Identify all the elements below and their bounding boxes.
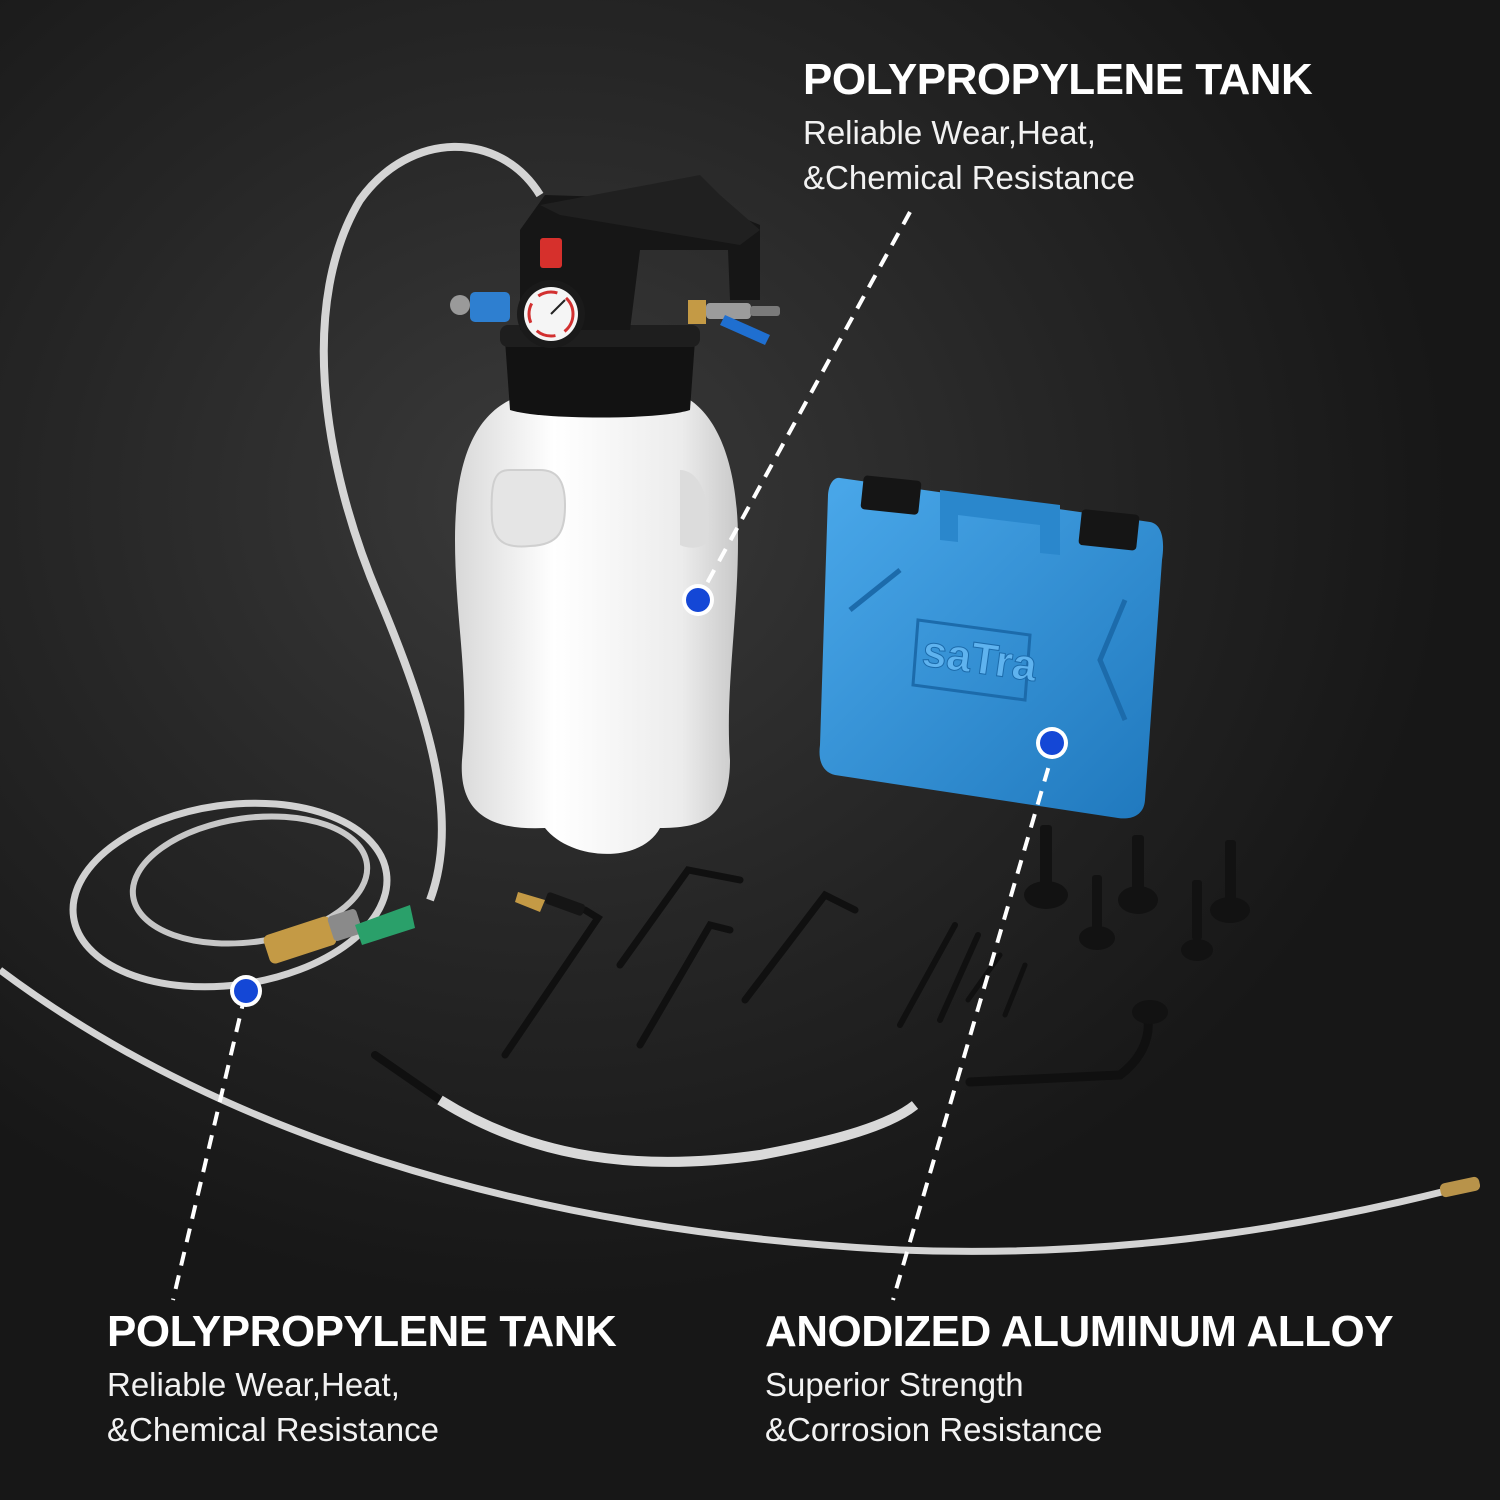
brass-nozzle bbox=[515, 892, 545, 912]
blue-knob bbox=[470, 292, 510, 322]
leader-lines bbox=[171, 211, 1057, 1301]
callout-top: POLYPROPYLENE TANK Reliable Wear,Heat, &… bbox=[803, 55, 1313, 200]
callout-line-2: &Corrosion Resistance bbox=[765, 1411, 1103, 1449]
tank-hose bbox=[319, 142, 544, 902]
tank-handle-left bbox=[490, 469, 567, 548]
callout-title: POLYPROPYLENE TANK bbox=[803, 55, 1313, 104]
case-latch-right bbox=[1078, 509, 1140, 551]
red-valve bbox=[540, 238, 562, 268]
callout-title: ANODIZED ALUMINUM ALLOY bbox=[765, 1307, 1394, 1356]
tank-cap bbox=[505, 340, 695, 418]
hose-coil-inner bbox=[129, 813, 371, 947]
pump-lever bbox=[540, 175, 760, 245]
callout-title: POLYPROPYLENE TANK bbox=[107, 1307, 617, 1356]
callout-line-2: &Chemical Resistance bbox=[107, 1411, 439, 1449]
quick-coupler bbox=[263, 905, 415, 964]
probe-set bbox=[371, 866, 1153, 1104]
case-latch-left bbox=[860, 475, 922, 515]
long-hose bbox=[0, 967, 1451, 1255]
callout-line-1: Reliable Wear,Heat, bbox=[107, 1366, 400, 1404]
adapters bbox=[1024, 825, 1250, 1024]
tank-handle-right bbox=[680, 470, 709, 548]
thin-tube bbox=[437, 1095, 919, 1167]
callout-bottom-left: POLYPROPYLENE TANK Reliable Wear,Heat, &… bbox=[107, 1307, 617, 1452]
callout-bottom-right: ANODIZED ALUMINUM ALLOY Superior Strengt… bbox=[765, 1307, 1394, 1452]
callout-line-1: Superior Strength bbox=[765, 1366, 1024, 1404]
carrying-case bbox=[819, 475, 1164, 819]
callout-line-1: Reliable Wear,Heat, bbox=[803, 114, 1096, 152]
hose-coil-outer bbox=[69, 799, 391, 991]
callout-line-2: &Chemical Resistance bbox=[803, 159, 1135, 197]
markers bbox=[230, 584, 1068, 1007]
hose-brass-tip bbox=[1439, 1176, 1481, 1198]
brass-fitting bbox=[688, 300, 706, 324]
tank-body bbox=[455, 400, 738, 854]
